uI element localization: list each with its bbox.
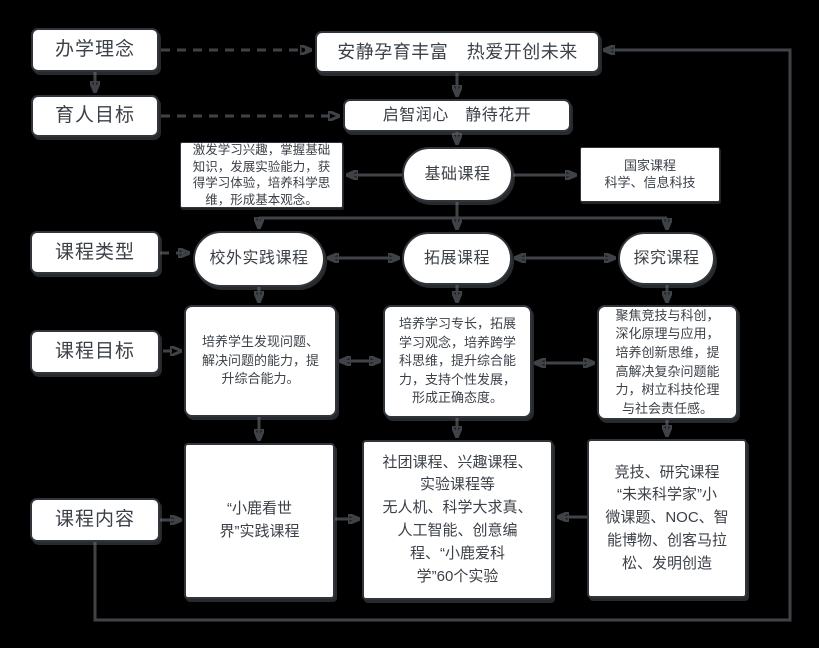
node-expansion-course: 拓展课程 (402, 232, 512, 285)
label-course-objective: 课程目标 (30, 330, 160, 374)
slogan-vision: 启智润心 静待花开 (343, 99, 571, 132)
node-basic-course: 基础课程 (402, 147, 513, 202)
label-school-philosophy: 办学理念 (31, 28, 159, 72)
slogan-philosophy: 安静孕育丰富 热爱开创未来 (315, 31, 600, 73)
node-practice-course: 校外实践课程 (193, 231, 325, 287)
content-expansion-course: 社团课程、兴趣课程、 实验课程等 无人机、科学大求真、 人工智能、创意编 程、“… (362, 440, 553, 600)
goal-practice-course: 培养学生发现问题、 解决问题的能力，提 升综合能力。 (184, 305, 337, 417)
label-course-type: 课程类型 (30, 231, 160, 274)
content-practice-course: “小鹿看世 界”实践课程 (184, 443, 335, 599)
label-education-goal: 育人目标 (31, 95, 159, 137)
node-national-course: 国家课程 科学、信息科技 (580, 147, 720, 202)
goal-expansion-course: 培养学习专长，拓展 学习观念，培养跨学 科思维，提升综合能 力，支持个性发展， … (383, 305, 532, 418)
goal-inquiry-course: 聚焦竞技与科创， 深化原理与应用， 培养创新思维，提 高解决复杂问题能 力，树立… (597, 305, 738, 420)
basic-course-description: 激发学习兴趣，掌握基础 知识，发展实验能力，获 得学习体验，培养科学思 维，形成… (180, 142, 343, 208)
content-inquiry-course: 竞技、研究课程 “未来科学家”小 微课题、NOC、智 能博物、创客马拉 松、发明… (587, 439, 747, 598)
node-inquiry-course: 探究课程 (618, 232, 715, 285)
feedback-loop (93, 50, 792, 622)
label-course-content: 课程内容 (30, 498, 160, 542)
